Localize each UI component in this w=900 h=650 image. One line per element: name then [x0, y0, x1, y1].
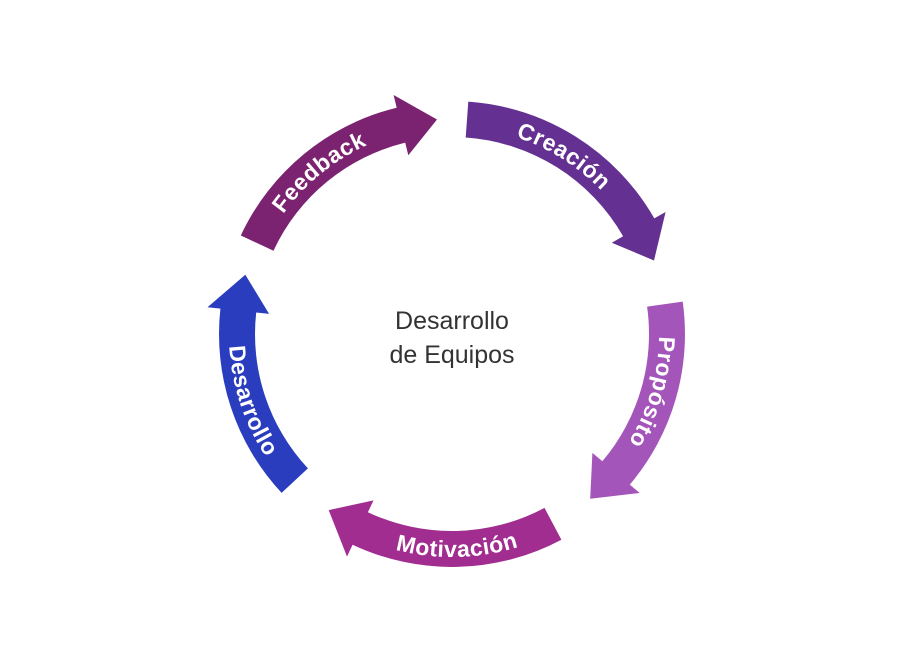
arrow-creacion: [465, 101, 666, 261]
arrow-proposito: [590, 301, 685, 499]
cycle-arrows: [207, 95, 685, 567]
arrow-desarrollo: [207, 274, 308, 493]
label-feedback: Feedback: [266, 126, 369, 217]
arrow-motivacion: [328, 500, 562, 567]
arrow-feedback: [240, 95, 437, 251]
svg-text:Feedback: Feedback: [266, 126, 369, 217]
center-title-line-1: Desarrollo: [395, 307, 509, 335]
center-title-line-2: de Equipos: [389, 341, 514, 369]
